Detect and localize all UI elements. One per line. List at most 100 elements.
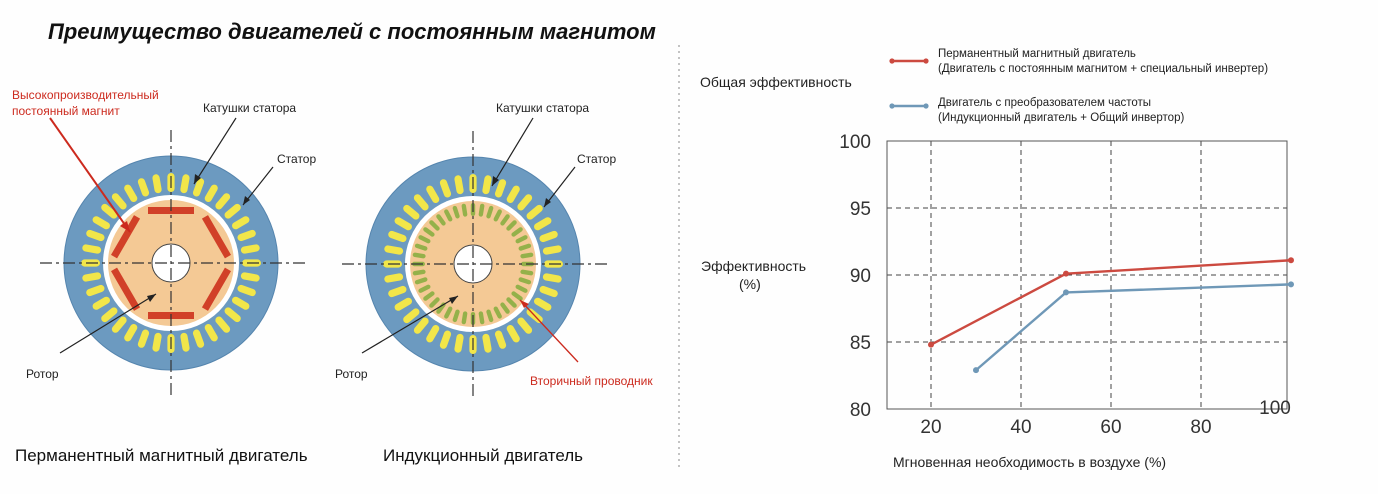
stator-coil (394, 217, 412, 231)
conductor-bar (452, 205, 460, 219)
stator-coil (413, 194, 429, 211)
stator-coil (152, 332, 162, 352)
y-tick-label: 80 (850, 400, 871, 421)
page-title: Преимущество двигателей с постоянным маг… (48, 19, 656, 44)
conductor-bar (412, 252, 426, 259)
stator-coil (534, 217, 552, 231)
stator-coil (454, 175, 464, 195)
data-point (1288, 281, 1294, 288)
magnet-segment (111, 267, 141, 311)
conductor-bar (518, 243, 532, 251)
rotor-leader-arrow (449, 296, 458, 304)
stator-coil (92, 296, 110, 310)
conductor-bar (486, 205, 494, 219)
y-tick-label: 100 (839, 132, 871, 153)
conductor-bar (423, 227, 435, 237)
stator-coil (237, 229, 256, 242)
plot-frame (886, 140, 1288, 410)
legend-marker-induction-end (923, 103, 929, 109)
stator-coil (232, 296, 250, 310)
magnet-segment (201, 267, 231, 311)
y-axis-label-line2: (%) (739, 276, 761, 292)
stator-coil (137, 329, 150, 348)
stator-leader-arrow (544, 198, 551, 207)
induction-motor (342, 117, 608, 396)
conductor-bar (423, 291, 435, 301)
stator-coil (454, 333, 464, 353)
data-point (1063, 270, 1069, 277)
stator-coil (152, 174, 162, 194)
stator-coil (92, 216, 110, 230)
x-tick-label: 100 (1259, 398, 1291, 419)
stator-coil (494, 179, 507, 198)
conductor-bar (414, 243, 428, 251)
conductor-bar (493, 306, 502, 319)
x-tick-label: 80 (1190, 417, 1211, 438)
stator-coil (82, 244, 102, 254)
stator-coil (506, 185, 520, 203)
label-rotor: Ротор (335, 367, 368, 381)
stator-coil (86, 229, 105, 242)
stator-coil (215, 316, 231, 333)
stator-coil (101, 203, 118, 219)
legend-permanent-magnet-line1: Перманентный магнитный двигатель (938, 48, 1136, 60)
stator-coil (124, 184, 138, 202)
data-point (1063, 289, 1069, 296)
label-stator: Статор (277, 152, 317, 166)
stator-coil (124, 324, 138, 342)
data-point (928, 341, 934, 348)
stator-coil (517, 317, 533, 334)
stator-coils (81, 173, 261, 353)
stator-coil (494, 330, 507, 349)
stator-coil (539, 285, 558, 298)
conductor-bar (444, 306, 453, 319)
conductor-bar (429, 297, 440, 308)
stator-coil (215, 193, 231, 210)
rotor-leader-arrow (147, 294, 156, 302)
conductor-bar (493, 209, 502, 222)
right-motor-caption: Индукционный двигатель (383, 446, 583, 465)
conductor-bar (436, 214, 446, 226)
stator-leader-arrow (243, 196, 250, 205)
stator-coil (111, 193, 127, 210)
rotor-leader-line (59, 293, 157, 354)
conductor-bar (520, 252, 534, 259)
stator-coil (506, 325, 520, 343)
stator-coil (137, 178, 150, 197)
coil-leader-line (491, 117, 534, 187)
x-tick-label: 40 (1010, 417, 1031, 438)
stator-coil (192, 178, 205, 197)
label-stator: Статор (577, 152, 617, 166)
coil-leader-arrow (194, 174, 201, 184)
stator-coil (82, 272, 102, 282)
stator-coil (426, 185, 440, 203)
x-axis-label: Мгновенная необходимость в воздухе (%) (893, 454, 1167, 470)
stator-coil (403, 204, 420, 220)
conductor-bar (418, 235, 431, 244)
stator-coil (388, 285, 407, 298)
left-motor-caption: Перманентный магнитный двигатель (15, 446, 308, 465)
stator-coil (180, 332, 190, 352)
magnet-segment (111, 215, 141, 259)
data-point (1288, 257, 1294, 264)
magnet-leader-line (49, 117, 131, 233)
y-tick-label: 85 (850, 333, 871, 354)
stator-coils (383, 174, 563, 354)
conductor-bar (511, 227, 523, 237)
legend-marker-induction-start (889, 103, 895, 109)
stator-coil (232, 216, 250, 230)
stator-coil (482, 333, 492, 353)
conductor-bar (511, 291, 523, 301)
stator-coil (526, 204, 543, 220)
chart-grid (887, 141, 1287, 409)
stator-coil (384, 245, 404, 255)
conductor-bar (478, 203, 485, 217)
y-tick-label: 90 (850, 266, 871, 287)
chart-legend (889, 58, 929, 109)
label-magnet-line1: Высокопроизводительный (12, 88, 159, 102)
chart-series (928, 257, 1294, 374)
magnet-segment (201, 215, 231, 259)
conductor-bar (418, 284, 431, 293)
coil-leader-line (193, 117, 237, 185)
stator-coil (204, 184, 218, 202)
